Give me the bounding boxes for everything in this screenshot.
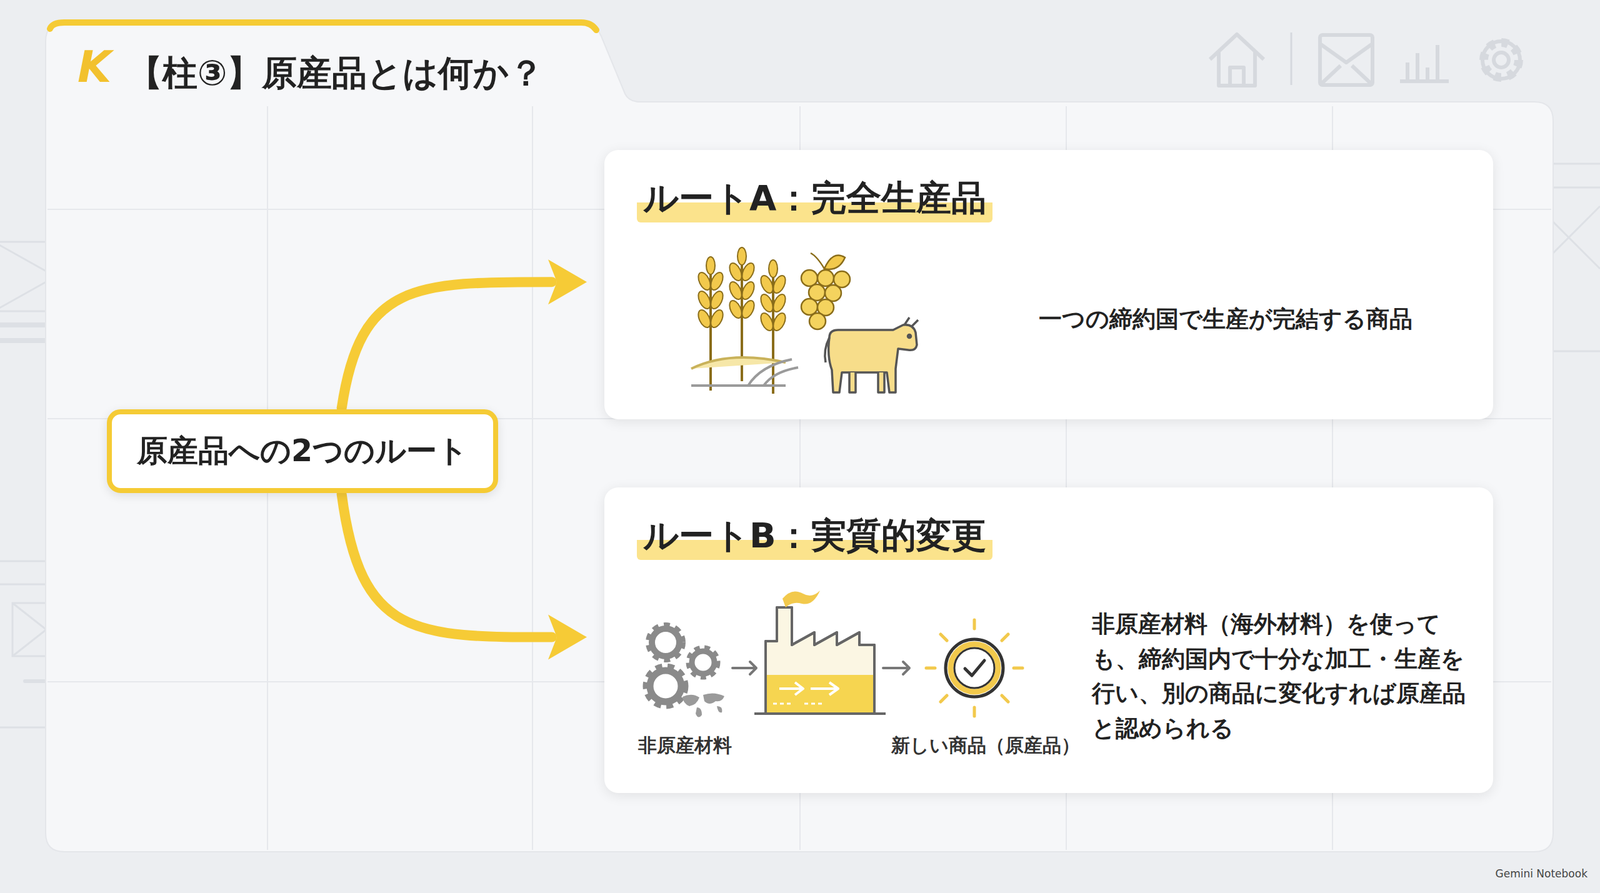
clock-product-part: [926, 620, 1023, 717]
wheat: [695, 247, 788, 394]
gears-part: [649, 626, 682, 659]
top-icons-part: [1210, 34, 1264, 86]
tab-stripe: [50, 22, 597, 30]
arrow-shaft: [341, 281, 552, 409]
top-icons-part: [1320, 35, 1373, 85]
world-map-part: [703, 693, 725, 704]
main-panel: [45, 22, 1554, 852]
route-description: 一つの締約国で生産が完結する商品: [1038, 301, 1413, 337]
field-part: [748, 359, 799, 386]
wheat-part: [695, 256, 725, 391]
field: [691, 357, 799, 386]
gears-part: [650, 670, 682, 702]
gears-part: [689, 648, 717, 677]
curved-arrow: [341, 494, 587, 660]
route-heading: ルートB：実質的変更: [636, 512, 993, 560]
top-icons-part: [1400, 45, 1449, 82]
grapes-part: [801, 298, 818, 315]
flow-arrows-part: [732, 661, 757, 675]
grapes: [801, 253, 850, 330]
cow-part: [825, 337, 830, 363]
route-card: ルートB：実質的変更非原産材料（海外材料）を使っても、締約国内で十分な加工・生産…: [604, 487, 1494, 794]
factory-part: [765, 607, 875, 714]
factory-part: [754, 712, 886, 715]
field-part: [691, 384, 786, 387]
hub-label: 原産品への2つのルート: [136, 430, 469, 472]
top-icons: [1210, 32, 1520, 86]
top-icons-part: [1493, 52, 1509, 68]
brand-logo: K: [77, 41, 112, 93]
clock-product-part: [950, 644, 999, 692]
grapes-part: [810, 253, 825, 269]
clock-product: [926, 620, 1023, 717]
factory-part: [765, 675, 875, 714]
grid-lines: [47, 106, 1552, 850]
top-icons-part: [1320, 43, 1373, 85]
gears-part: [646, 667, 685, 705]
arrow-head: [548, 615, 587, 660]
factory: [754, 590, 886, 714]
grapes-part: [824, 255, 845, 270]
watermark: Gemini Notebook: [1495, 867, 1589, 880]
wheat-part: [758, 260, 788, 394]
route-description: 非原産材料（海外材料）を使っても、締約国内で十分な加工・生産を行い、別の商品に変…: [1091, 606, 1467, 746]
world-map: [682, 693, 725, 717]
grapes-part: [817, 270, 834, 287]
clock-product-part: [954, 648, 995, 689]
clock-product-part: [945, 639, 1004, 697]
world-map-part: [716, 706, 722, 713]
world-map-part: [682, 695, 700, 707]
top-icons-part: [1290, 32, 1293, 85]
factory-part: [782, 590, 820, 608]
product-caption: 新しい商品（原産品）: [891, 733, 1080, 759]
route-heading: ルートA：完全生産品: [636, 175, 993, 223]
cow-part: [904, 317, 919, 327]
arrow-head: [548, 259, 587, 305]
curved-arrow: [341, 259, 587, 409]
gears-part: [651, 628, 680, 657]
clock-product-part: [965, 660, 985, 676]
cow-part: [849, 372, 885, 393]
factory-part: [773, 703, 824, 705]
flow-arrows-part: [883, 661, 910, 675]
cow: [825, 317, 919, 393]
route-card: ルートA：完全生産品一つの締約国で生産が完結する商品: [604, 150, 1494, 420]
gears: [646, 626, 717, 705]
clock-product-part-part: [926, 620, 1023, 717]
world-map-part: [695, 707, 702, 718]
slide-title: 【柱③】原産品とは何か？: [127, 50, 544, 98]
hub-box: 原産品への2つのルート: [106, 409, 499, 494]
gears-part: [691, 651, 715, 674]
arrow-shaft: [341, 494, 552, 638]
factory-part: [765, 607, 875, 714]
grapes-part: [809, 313, 826, 330]
top-icons-part: [1482, 41, 1520, 79]
cow-part: [828, 325, 917, 393]
material-caption: 非原産材料: [638, 733, 732, 759]
cow-part: [908, 335, 912, 339]
factory-part: [779, 682, 839, 695]
